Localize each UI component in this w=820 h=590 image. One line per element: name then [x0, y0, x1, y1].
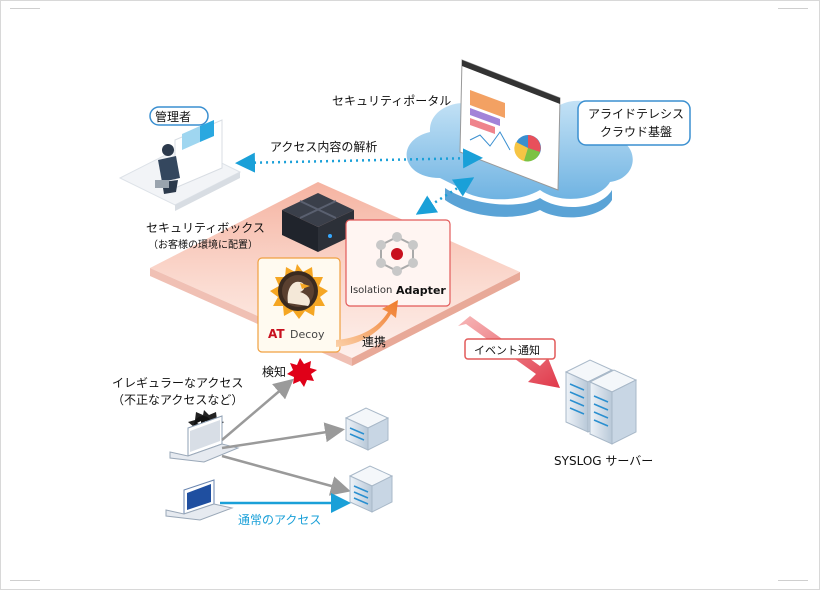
server-icon — [344, 407, 390, 451]
cloud-label-line1: アライドテレシス — [588, 107, 685, 121]
portal-label: セキュリティポータル — [332, 94, 452, 108]
crop-mark — [778, 580, 808, 581]
isolation-adapter-label-right: Adapter — [396, 284, 446, 297]
irregular-label-line1: イレギュラーなアクセス — [112, 376, 244, 390]
at-decoy-icon — [257, 257, 341, 353]
event-label: イベント通知 — [474, 344, 540, 357]
crop-mark — [778, 8, 808, 9]
cloud-label-box — [577, 100, 691, 146]
syslog-server-icon — [564, 359, 638, 445]
cloud-label-line2: クラウド基盤 — [600, 125, 673, 139]
detect-burst-icon — [287, 358, 317, 387]
event-label-box — [464, 338, 556, 360]
crop-mark — [10, 8, 40, 9]
admin-workstation-icon — [118, 119, 242, 211]
laptop-icon — [165, 479, 234, 521]
laptop-icon — [169, 415, 240, 463]
irregular-access-arrows — [221, 378, 351, 496]
analysis-label: アクセス内容の解析 — [270, 140, 378, 154]
security-box-icon — [282, 193, 354, 252]
isolation-adapter-icon — [345, 219, 451, 307]
security-box-sublabel: （お客様の環境に配置） — [148, 240, 258, 251]
security-box-label: セキュリティボックス — [146, 221, 265, 235]
irregular-label-line2: （不正なアクセスなど） — [112, 393, 244, 407]
normal-access-label: 通常のアクセス — [238, 513, 322, 527]
link-arrow — [336, 300, 398, 347]
server-icon — [348, 465, 394, 513]
isolation-adapter-label-left: Isolation — [350, 285, 393, 296]
box-cloud-arrow — [415, 177, 475, 215]
detect-label: 検知 — [262, 365, 287, 379]
link-label: 連携 — [362, 335, 387, 349]
portal-screen-icon — [459, 59, 561, 191]
admin-label-box — [149, 106, 209, 126]
crop-mark — [10, 580, 40, 581]
analysis-arrow — [235, 148, 483, 173]
decoy-name-label: Decoy — [290, 328, 325, 341]
admin-label: 管理者 — [155, 110, 192, 124]
syslog-label: SYSLOG サーバー — [554, 454, 654, 468]
decoy-at-label: AT — [268, 327, 285, 341]
